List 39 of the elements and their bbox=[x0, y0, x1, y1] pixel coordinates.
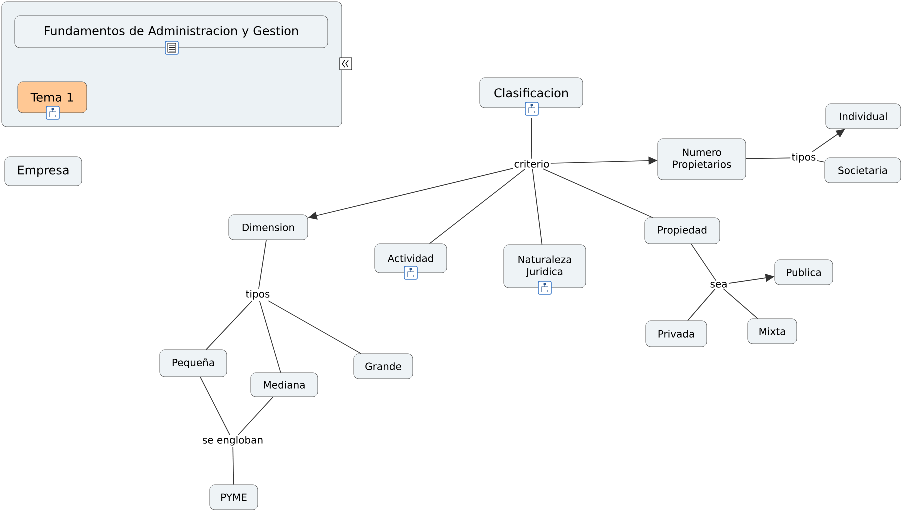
concept-box: Empresa bbox=[4, 156, 82, 186]
concept-box: Actividad bbox=[374, 244, 448, 274]
connector bbox=[532, 168, 543, 246]
concept-box: Individual bbox=[826, 104, 902, 130]
concept-box: Naturaleza Juridica bbox=[504, 244, 586, 288]
connector bbox=[817, 160, 826, 163]
concept-box: Dimension bbox=[228, 214, 308, 240]
connector bbox=[238, 396, 274, 436]
connector bbox=[723, 288, 758, 320]
connector bbox=[746, 158, 792, 160]
connector bbox=[200, 376, 230, 436]
connector bbox=[688, 288, 716, 322]
concept-box: Privada bbox=[646, 320, 708, 348]
concept-box: Numero Propietarios bbox=[658, 138, 746, 180]
linking-phrase: tipos bbox=[790, 152, 818, 164]
concept-box: Mixta bbox=[748, 318, 798, 344]
connector bbox=[531, 118, 532, 160]
concept-box: Tema 1 bbox=[18, 82, 88, 114]
linking-phrase: tipos bbox=[244, 289, 272, 301]
concept-box: Clasificacion bbox=[480, 78, 584, 108]
linking-phrase: se engloban bbox=[201, 435, 265, 447]
connector bbox=[232, 446, 234, 486]
connector bbox=[429, 168, 526, 244]
connector bbox=[258, 240, 267, 290]
linking-phrase: sea bbox=[709, 281, 729, 289]
concept-box: Fundamentos de Administracion y Gestion bbox=[14, 16, 328, 48]
concept-box: Propiedad bbox=[644, 218, 720, 244]
concept-box: Pequeña bbox=[160, 350, 228, 378]
connector bbox=[691, 244, 717, 282]
connector bbox=[206, 300, 253, 350]
connector bbox=[268, 300, 362, 354]
concept-box: PYME bbox=[210, 484, 258, 510]
connector bbox=[259, 300, 282, 374]
concept-box: Grande bbox=[354, 354, 414, 380]
concept-box: Publica bbox=[774, 260, 834, 286]
concept-box: Societaria bbox=[824, 158, 902, 184]
linking-phrase: criterio bbox=[513, 159, 551, 169]
concept-box: Mediana bbox=[250, 372, 318, 398]
connector bbox=[543, 168, 654, 218]
